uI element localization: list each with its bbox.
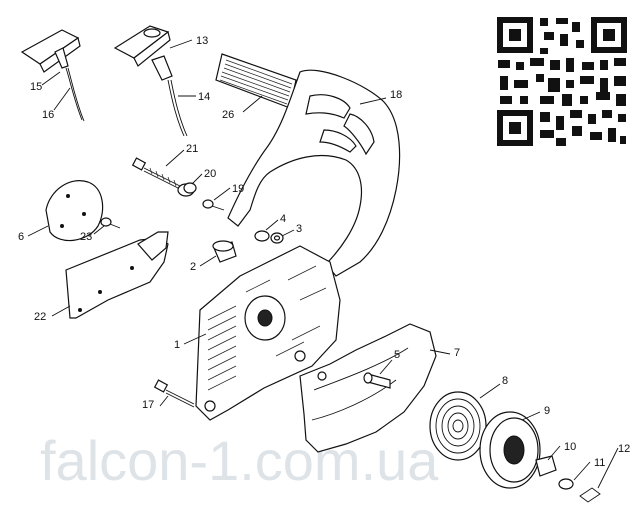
callout-numbers: 15 16 13 14 26 18 21 20 19 4 3 6 23 2 22… [18, 35, 630, 469]
starter-grip-13 [113, 25, 188, 137]
callout-1: 1 [174, 339, 180, 351]
callout-19: 19 [232, 183, 244, 195]
axle-5 [363, 372, 391, 389]
starter-cover-7 [299, 323, 437, 453]
callout-14: 14 [198, 91, 210, 103]
callout-21: 21 [186, 143, 198, 155]
fan-housing-1 [195, 245, 341, 421]
callout-16: 16 [42, 109, 54, 121]
callout-17: 17 [142, 399, 154, 411]
screw-17 [153, 379, 195, 408]
callout-3: 3 [296, 223, 302, 235]
starter-grip-15 [20, 29, 85, 122]
callout-12: 12 [618, 443, 630, 455]
watermark-text: falcon-1.com.ua [40, 429, 439, 492]
callout-10: 10 [564, 441, 576, 453]
washer-3 [270, 232, 284, 244]
callout-20: 20 [204, 168, 216, 180]
callout-5: 5 [394, 349, 400, 361]
callout-4: 4 [280, 213, 286, 225]
callout-15: 15 [30, 81, 42, 93]
callout-6: 6 [18, 231, 24, 243]
handguard-18 [227, 69, 401, 277]
disc-6 [45, 180, 104, 242]
callout-11: 11 [594, 457, 605, 469]
leader-lines [27, 39, 619, 489]
filter-26 [215, 53, 297, 109]
callout-2: 2 [190, 261, 196, 273]
callout-13: 13 [196, 35, 208, 47]
spring-clip-12 [579, 487, 601, 503]
qr-code-icon [494, 14, 628, 148]
washer-4 [254, 230, 270, 242]
pawl-10 [535, 455, 557, 477]
screw-21 [131, 157, 185, 192]
washer-11 [558, 478, 574, 490]
callout-26: 26 [222, 109, 234, 121]
grommet-2 [212, 240, 237, 263]
bushing-20 [177, 182, 197, 197]
screw-19 [202, 199, 225, 211]
screw-23 [100, 217, 121, 229]
callout-9: 9 [544, 405, 550, 417]
callout-7: 7 [454, 347, 460, 359]
plate-22 [65, 231, 169, 319]
callout-18: 18 [390, 89, 402, 101]
callout-23: 23 [80, 231, 92, 243]
rewind-spring-8 [429, 391, 487, 461]
callout-22: 22 [34, 311, 46, 323]
callout-8: 8 [502, 375, 508, 387]
rope-rotor-9 [479, 411, 541, 489]
